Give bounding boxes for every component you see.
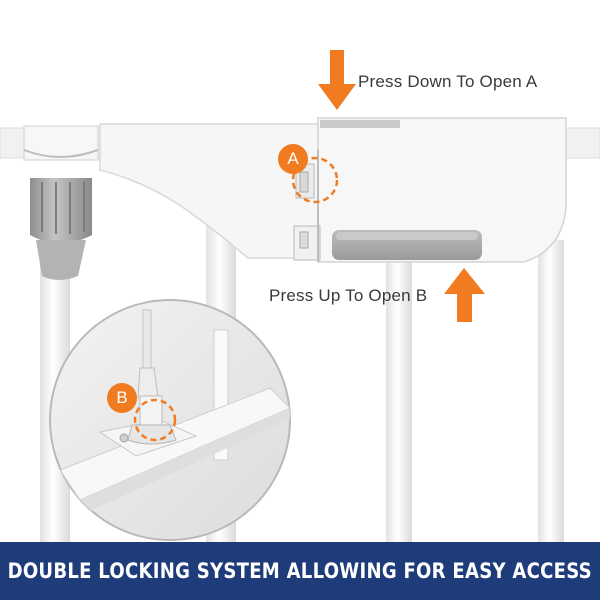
- callout-b-text: Press Up To Open B: [269, 286, 428, 305]
- down-arrow-icon: [318, 50, 356, 110]
- latch-top-strip: [320, 120, 400, 128]
- inset-detail-view: [49, 299, 291, 541]
- feature-banner: DOUBLE LOCKING SYSTEM ALLOWING FOR EASY …: [0, 542, 600, 600]
- gate-frame: [99, 123, 319, 259]
- marker-b: B: [107, 383, 137, 413]
- banner-text: DOUBLE LOCKING SYSTEM ALLOWING FOR EASY …: [7, 559, 593, 583]
- up-arrow-icon: [444, 268, 485, 322]
- marker-a: A: [278, 144, 308, 174]
- highlight-circle-a: [291, 156, 339, 204]
- highlight-circle-b: [133, 398, 177, 442]
- callout-a-text: Press Down To Open A: [358, 72, 538, 91]
- latch-housing: [317, 117, 567, 263]
